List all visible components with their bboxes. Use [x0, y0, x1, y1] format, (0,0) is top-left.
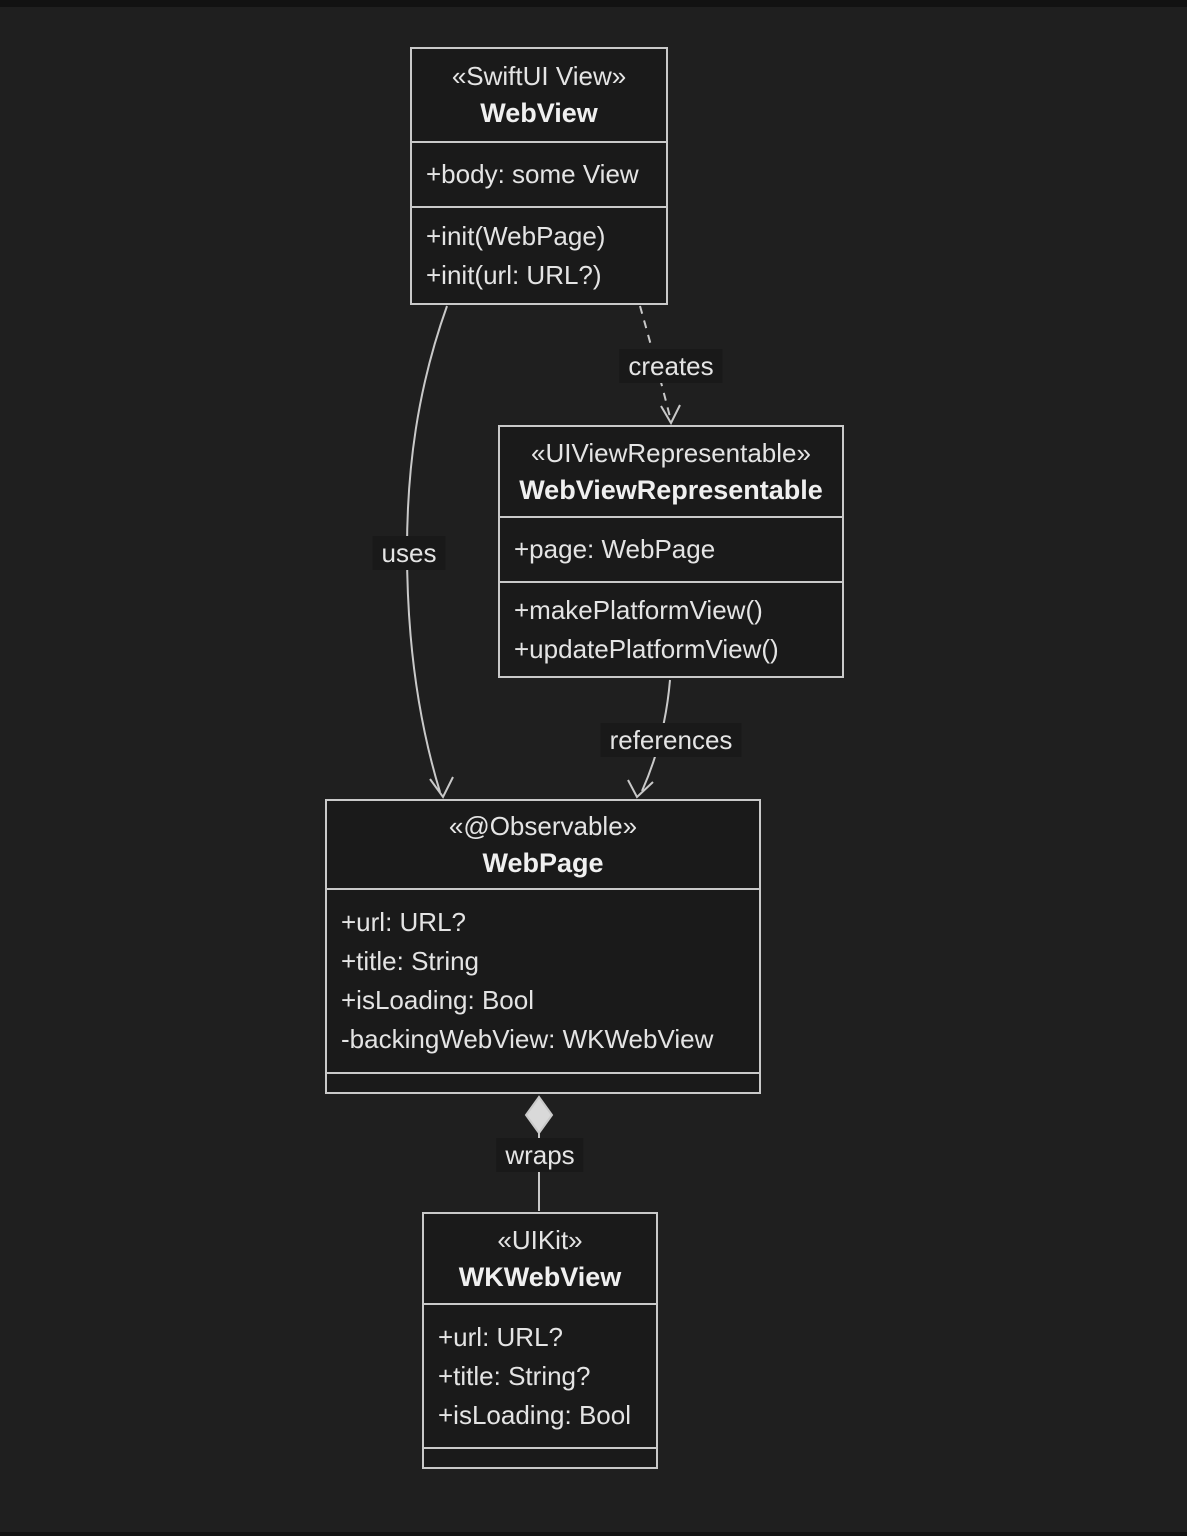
- class-box-webpage: «@Observable» WebPage +url: URL? +title:…: [325, 799, 761, 1094]
- class-header: «@Observable» WebPage: [327, 801, 759, 888]
- attributes-compartment: +body: some View: [412, 141, 666, 206]
- class-name: WKWebView: [458, 1261, 622, 1292]
- window-edge-bottom: [0, 1532, 1187, 1536]
- method-row: +makePlatformView(): [514, 594, 763, 625]
- methods-compartment: +makePlatformView() +updatePlatformView(…: [500, 581, 842, 676]
- class-stereotype: «UIKit»: [497, 1224, 583, 1255]
- edge-creates-arrowhead-icon: [660, 404, 681, 426]
- attributes-compartment: +page: WebPage: [500, 516, 842, 581]
- edge-label-uses: uses: [372, 536, 446, 570]
- class-header: «UIKit» WKWebView: [424, 1214, 656, 1303]
- edge-wraps-diamond-icon: [524, 1095, 554, 1135]
- attribute-row: +url: URL?: [341, 907, 466, 937]
- class-header: «SwiftUI View» WebView: [412, 49, 666, 141]
- class-header: «UIViewRepresentable» WebViewRepresentab…: [500, 427, 842, 516]
- attribute-row: +page: WebPage: [514, 534, 716, 564]
- class-stereotype: «UIViewRepresentable»: [531, 437, 811, 468]
- attribute-row: +url: URL?: [438, 1321, 563, 1352]
- attribute-row: +isLoading: Bool: [341, 985, 534, 1015]
- attribute-row: +isLoading: Bool: [438, 1399, 631, 1430]
- methods-compartment-empty: [424, 1447, 656, 1467]
- class-stereotype: «@Observable»: [448, 810, 638, 841]
- attribute-row: +body: some View: [426, 159, 639, 189]
- method-row: +updatePlatformView(): [514, 633, 779, 664]
- edge-label-references: references: [600, 723, 742, 757]
- attributes-compartment: +url: URL? +title: String +isLoading: Bo…: [327, 888, 759, 1072]
- attribute-row: -backingWebView: WKWebView: [341, 1024, 714, 1054]
- class-box-webviewrepresentable: «UIViewRepresentable» WebViewRepresentab…: [498, 425, 844, 678]
- attributes-compartment: +url: URL? +title: String? +isLoading: B…: [424, 1303, 656, 1447]
- methods-compartment-empty: [327, 1072, 759, 1092]
- methods-compartment: +init(WebPage) +init(url: URL?): [412, 206, 666, 303]
- class-stereotype: «SwiftUI View»: [451, 61, 627, 91]
- class-box-wkwebview: «UIKit» WKWebView +url: URL? +title: Str…: [422, 1212, 658, 1469]
- edge-label-wraps: wraps: [496, 1138, 584, 1172]
- class-name: WebView: [480, 98, 598, 128]
- attribute-row: +title: String: [341, 946, 480, 976]
- attribute-row: +title: String?: [438, 1360, 591, 1391]
- edge-uses-arrowhead-icon: [429, 776, 454, 799]
- edge-references-arrowhead-icon: [627, 779, 654, 799]
- edge-label-creates: creates: [619, 349, 723, 383]
- method-row: +init(WebPage): [426, 220, 606, 251]
- class-box-webview: «SwiftUI View» WebView +body: some View …: [410, 47, 668, 305]
- class-name: WebPage: [482, 847, 604, 878]
- window-edge-top: [0, 0, 1187, 7]
- class-name: WebViewRepresentable: [519, 474, 823, 505]
- method-row: +init(url: URL?): [426, 259, 602, 290]
